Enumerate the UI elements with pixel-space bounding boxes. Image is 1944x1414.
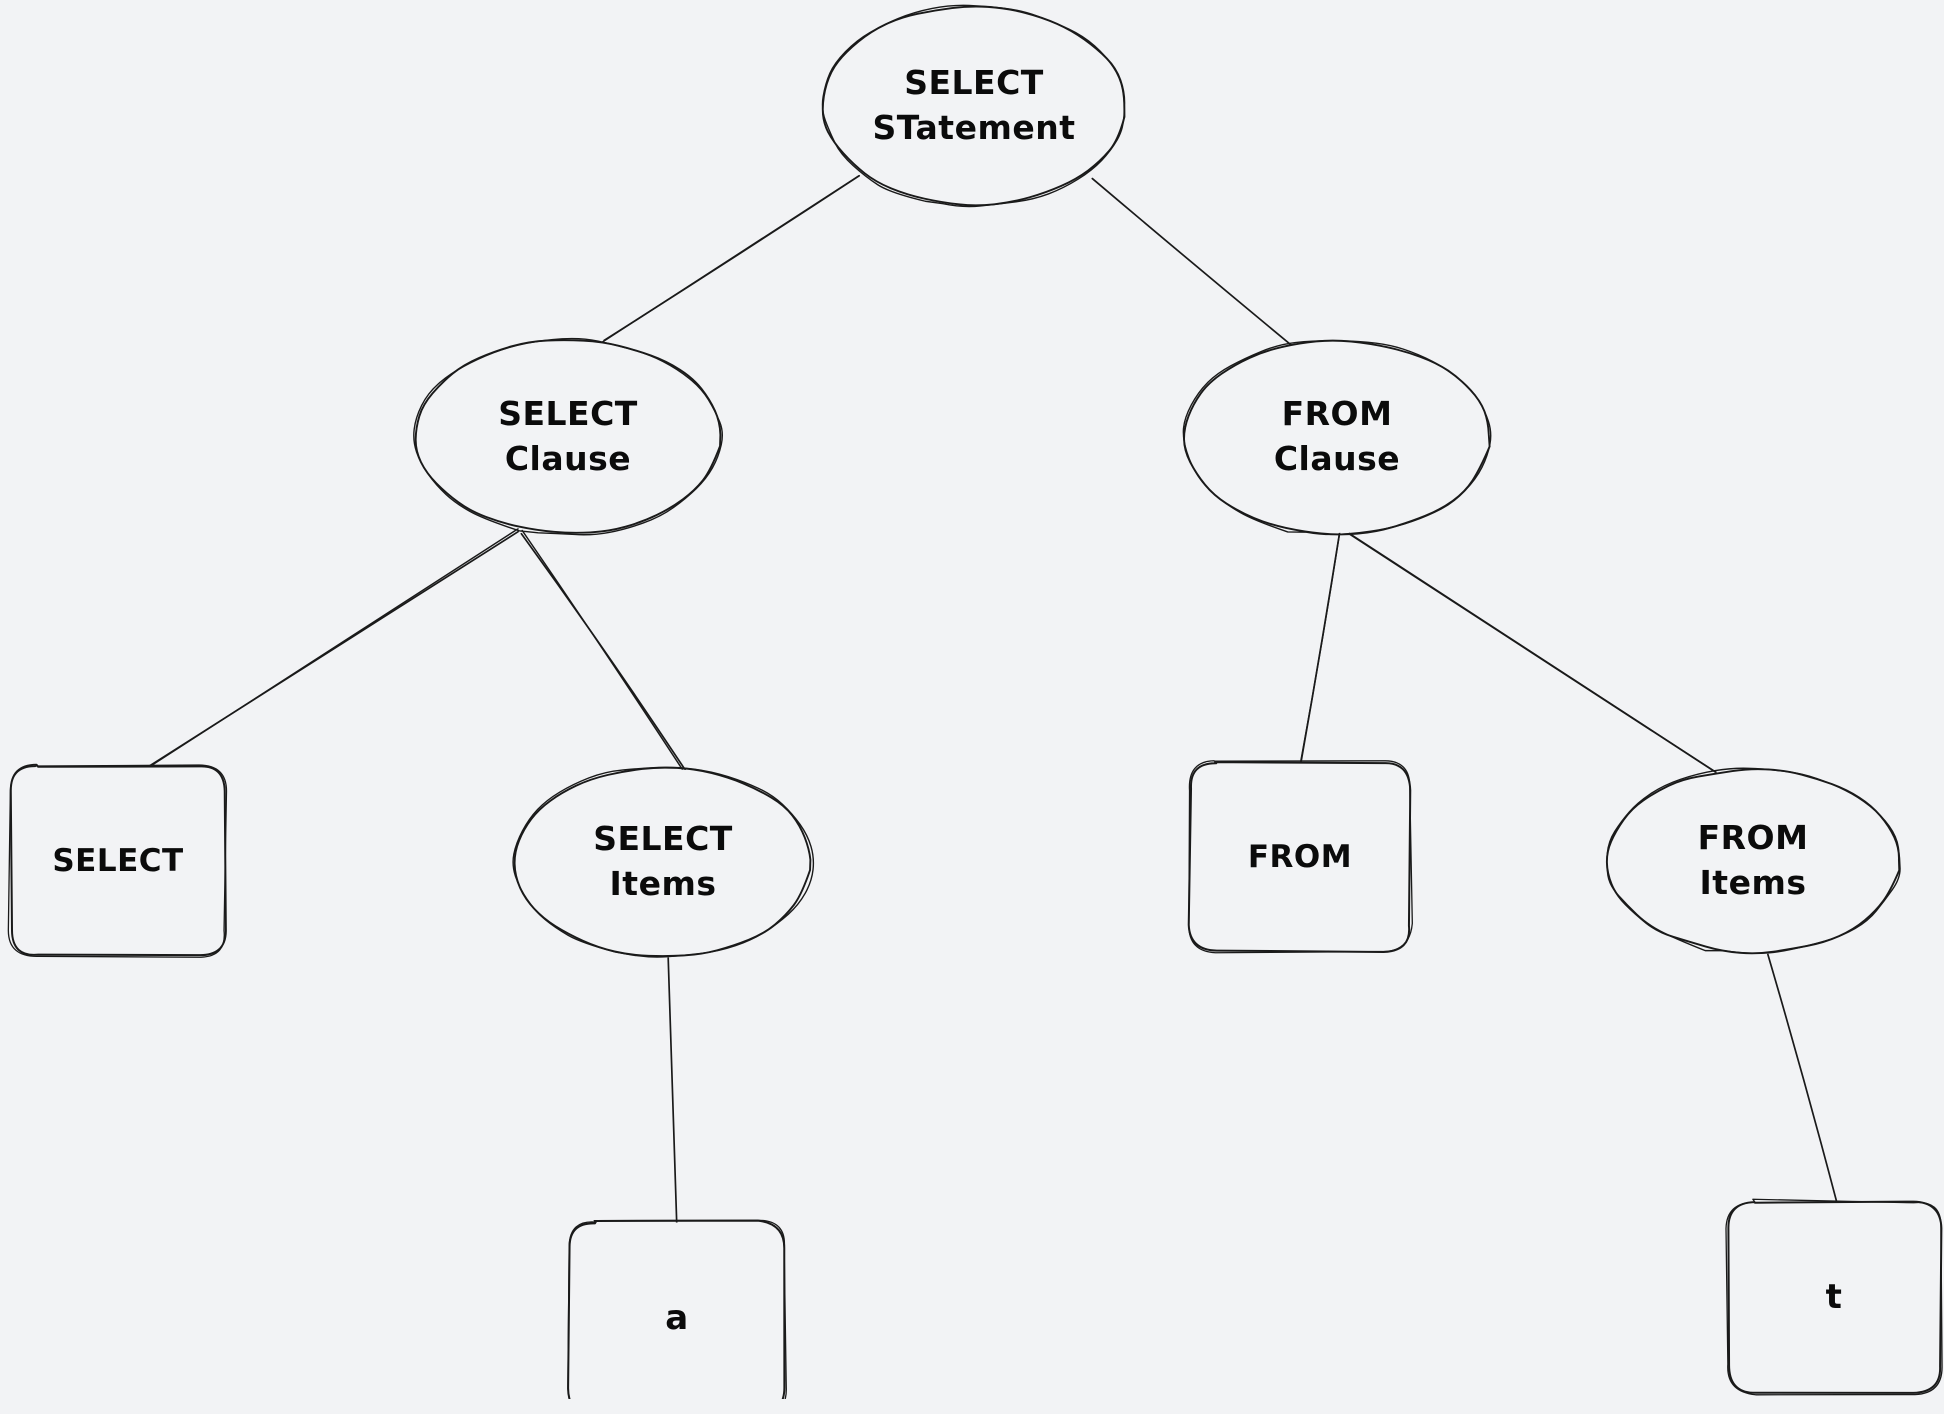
node-table-t-outline-fill <box>1727 1201 1941 1393</box>
node-select-items-outline-fill <box>515 768 811 956</box>
node-column-a-outline-fill <box>568 1221 786 1399</box>
node-select-terminal-outline-fill <box>10 765 226 958</box>
node-column-a-outline-2 <box>567 1219 787 1399</box>
node-from-terminal-outline-fill <box>1189 763 1411 952</box>
node-select-statement-outline-2 <box>821 4 1125 208</box>
node-from-items-outline-2 <box>1606 767 1901 954</box>
edge-from-items-to-t-stroke-1 <box>1767 953 1838 1205</box>
edge-select-clause-to-select-items-stroke-1 <box>520 532 688 774</box>
edge-select-clause-to-select-stroke-2 <box>146 527 520 769</box>
node-select-terminal-outline-2 <box>7 764 228 958</box>
node-from-items-outline-fill <box>1605 769 1898 952</box>
node-select-items-outline-2 <box>512 766 815 958</box>
edge-root-to-from-clause-stroke-1 <box>1091 177 1292 346</box>
edge-select-items-to-a-stroke-1 <box>667 957 678 1225</box>
node-select-clause-outline-fill <box>416 339 719 533</box>
edge-from-clause-to-from-stroke-2 <box>1299 530 1341 765</box>
edge-select-clause-to-select-items-stroke-2 <box>521 529 686 775</box>
edge-from-clause-to-from-items-stroke-2 <box>1348 532 1717 773</box>
node-from-terminal-outline-1 <box>1187 761 1412 953</box>
node-table-t-outline-2 <box>1725 1198 1943 1396</box>
node-select-statement-outline-fill <box>823 6 1125 205</box>
node-from-clause-outline-2 <box>1182 340 1492 536</box>
node-from-clause-outline-fill <box>1185 340 1490 533</box>
edge-root-to-select-clause-stroke-2 <box>601 175 860 343</box>
node-select-clause-outline-2 <box>413 337 724 536</box>
node-column-a-outline-1 <box>567 1219 786 1399</box>
node-from-terminal-outline-2 <box>1188 760 1413 954</box>
node-table-t-outline-1 <box>1727 1200 1943 1394</box>
